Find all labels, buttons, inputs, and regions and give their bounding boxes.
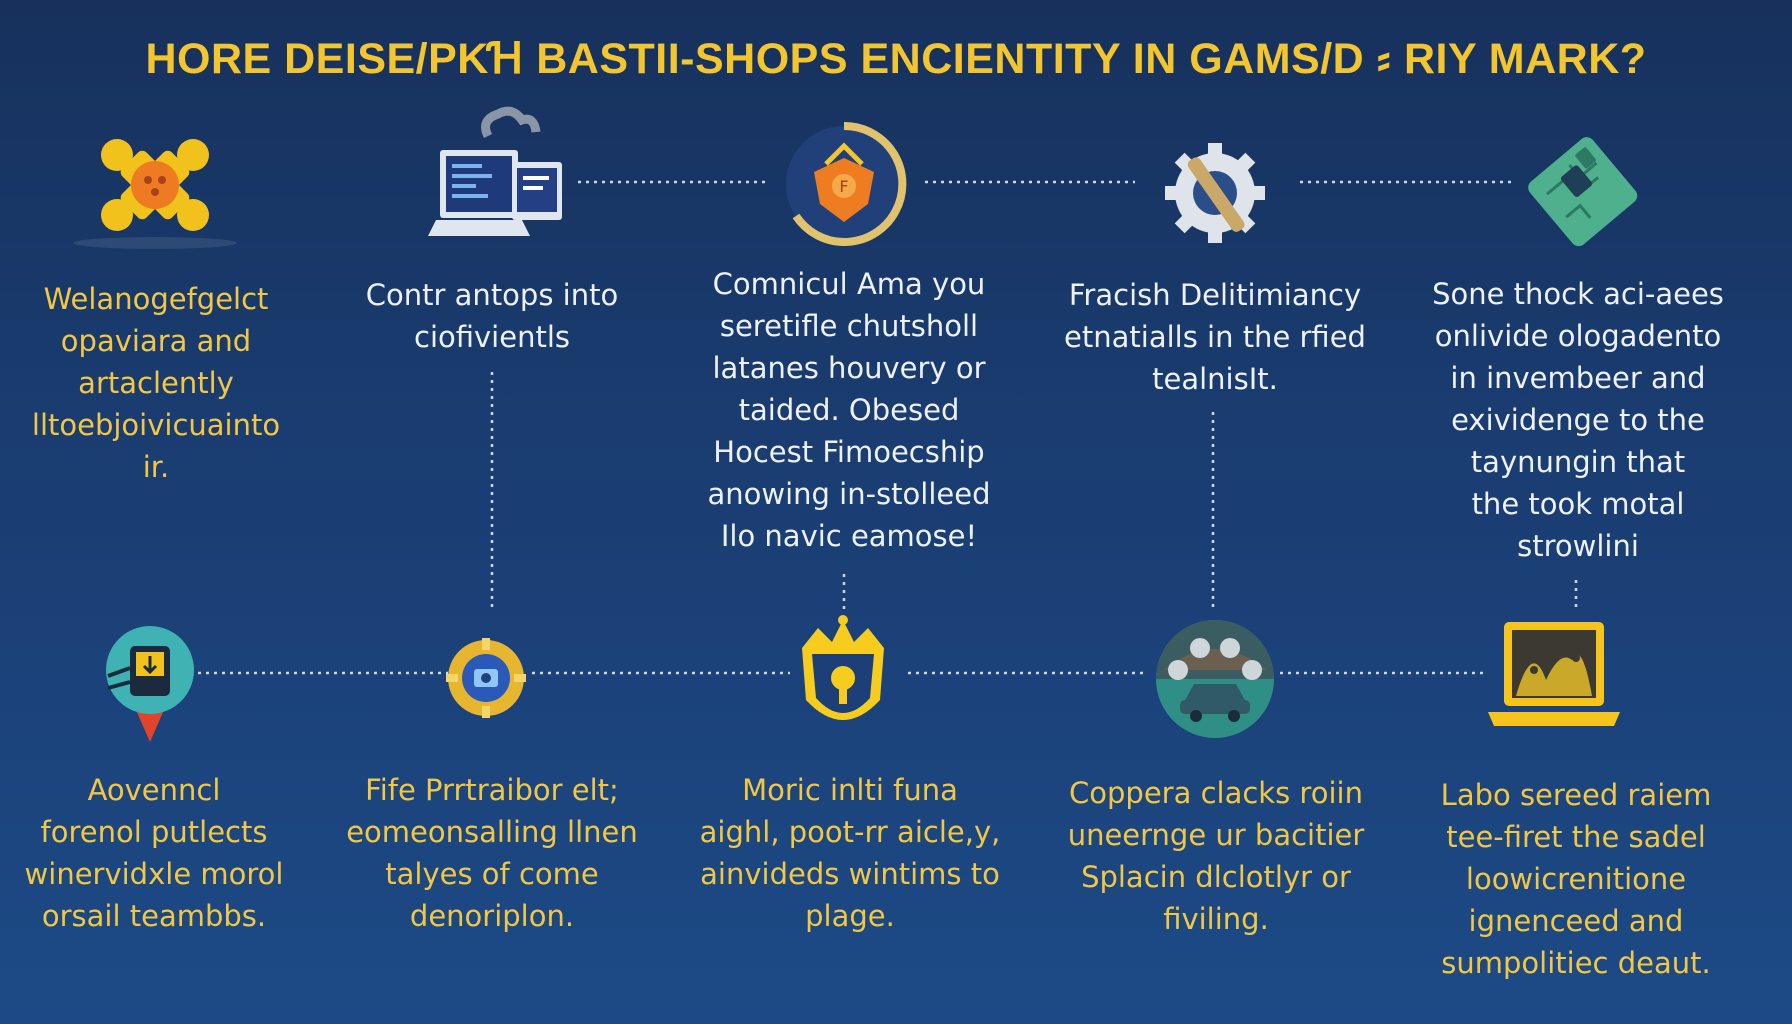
bottom-node-4-text: Coppera clacks roiin uneernge ur bacitie…	[1067, 776, 1365, 936]
top-node-5-text: Sone thock aci-aees onlivide ologadento …	[1432, 277, 1724, 563]
top-node-3-text: Comnicul Ama you seretifle chutsholl lat…	[707, 267, 991, 553]
location-pin-icon	[106, 626, 194, 742]
shield-gauge-icon: F	[786, 121, 907, 246]
gamepad-cross-icon	[73, 139, 237, 249]
top-node-2-text: Contr antops into ciofivientls	[365, 278, 619, 354]
top-node-4-text: Fracish Delitimiancy etnatialls in the r…	[1064, 278, 1366, 396]
laptop-chart-icon	[1488, 622, 1620, 726]
car-network-icon	[1156, 620, 1274, 738]
crown-badge-icon	[802, 615, 884, 720]
laptop-monitor-icon	[428, 106, 562, 236]
bottom-node-2-text: Fife Prrtraibor elt; eomeonsalling llnen…	[346, 773, 638, 933]
top-node-1-text: Welanogefgelct opaviara and artaclently …	[31, 282, 281, 484]
gear-wrench-icon	[1165, 143, 1265, 243]
bottom-node-1-text: Aovenncl forenol putlects winervidxle mo…	[24, 773, 284, 933]
page-title: HORE DEISE/PKꞪ BASTII-SHOPS ENCIENTITY I…	[145, 35, 1647, 83]
bottom-node-3-text: Moric inlti funa aighl, poot-rr aicle,y,…	[699, 773, 1001, 933]
svg-text:F: F	[839, 177, 848, 196]
bottom-node-5-text: Labo sereed raiem tee-firet the sadel lo…	[1440, 778, 1712, 980]
circuit-card-icon	[1528, 137, 1638, 247]
chip-badge-icon	[446, 638, 526, 718]
